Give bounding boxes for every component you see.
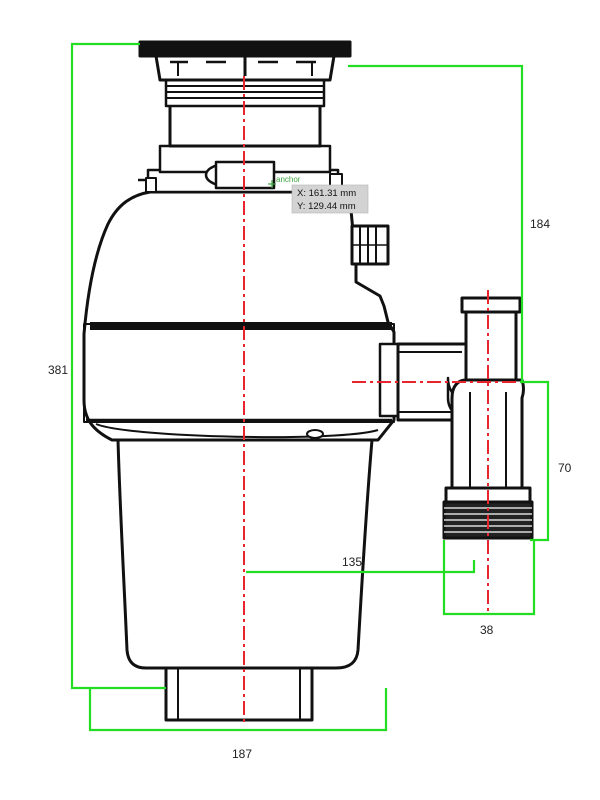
anchor-label: anchor bbox=[276, 175, 301, 184]
dim-line-outlet-width bbox=[442, 540, 536, 616]
upper-housing bbox=[82, 190, 396, 442]
disposer-outline bbox=[82, 40, 400, 722]
dim-label-outlet-height: 70 bbox=[558, 461, 572, 475]
x-coordinate-readout: X: 161.31 mm bbox=[297, 188, 356, 199]
centerlines bbox=[243, 76, 548, 722]
dim-label-top-to-outlet: 184 bbox=[530, 217, 550, 231]
anchor-crosshair-icon bbox=[268, 180, 276, 188]
dim-label-body-width: 187 bbox=[232, 747, 252, 761]
y-coordinate-readout: Y: 129.44 mm bbox=[297, 201, 356, 212]
cursor-readout: anchor X: 161.31 mm Y: 129.44 mm bbox=[268, 175, 369, 214]
reset-button bbox=[350, 224, 390, 266]
dim-line-center-to-outlet bbox=[246, 560, 476, 574]
dim-label-center-to-outlet: 135 bbox=[342, 555, 362, 569]
dimension-lines bbox=[70, 42, 550, 732]
sink-flange bbox=[138, 40, 352, 82]
coordinate-tooltip bbox=[291, 184, 369, 214]
bottom-drain-pipe bbox=[164, 663, 314, 722]
vent-slot bbox=[306, 429, 324, 439]
dim-label-overall-height: 381 bbox=[48, 363, 68, 377]
outlet-bracket bbox=[378, 342, 400, 418]
dim-line-overall-height bbox=[70, 42, 166, 690]
dim-line-top-to-outlet bbox=[348, 64, 524, 382]
discharge-elbow bbox=[396, 296, 534, 540]
dimension-labels: 381 184 70 135 38 187 bbox=[48, 217, 572, 761]
dim-line-body-width bbox=[88, 688, 388, 732]
dim-line-outlet-height bbox=[520, 380, 550, 542]
dim-label-outlet-width: 38 bbox=[480, 623, 494, 637]
mounting-collar bbox=[138, 102, 343, 194]
